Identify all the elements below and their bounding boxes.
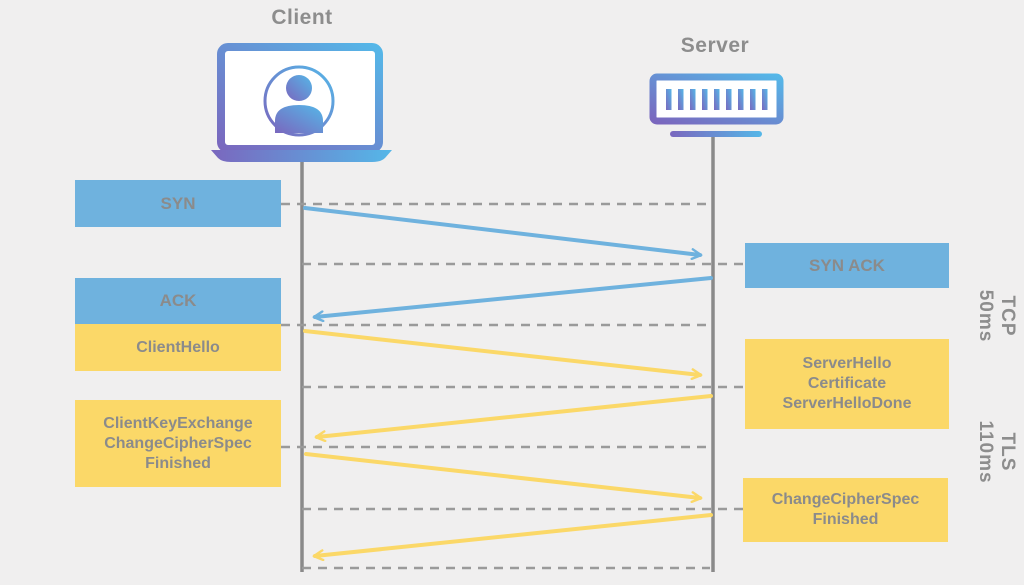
message-line: ServerHello <box>802 355 892 372</box>
server-stand <box>670 131 762 137</box>
server-hello-message-box: ServerHello Certificate ServerHelloDone <box>745 339 949 429</box>
ack-message-box: ACK <box>75 278 281 324</box>
message-line: ClientKeyExchange <box>103 414 253 432</box>
client-label: Client <box>271 6 333 29</box>
client-key-exchange-message-box: ClientKeyExchange ChangeCipherSpec Finis… <box>75 400 281 487</box>
server-slots <box>666 89 768 110</box>
message-arrows <box>303 206 713 562</box>
tls-phase-time: 110ms <box>975 420 996 484</box>
server-label: Server <box>680 34 750 57</box>
syn-ack-arrow <box>312 276 713 323</box>
tcp-phase-timer: TCP 50ms <box>972 281 1018 351</box>
user-body <box>275 105 323 133</box>
syn-message-box: SYN <box>75 180 281 227</box>
tcp-phase-label: TCP <box>997 295 1018 337</box>
client-hello-message-box: ClientHello <box>75 324 281 371</box>
server-rack-icon <box>649 73 784 137</box>
client-hello-arrow <box>303 329 703 381</box>
syn-arrow <box>303 206 703 261</box>
syn-ack-message-box: SYN ACK <box>745 243 949 288</box>
message-line: ChangeCipherSpec <box>104 434 252 452</box>
message-line: Finished <box>145 454 211 472</box>
change-cipher-spec-message-box: ChangeCipherSpec Finished <box>743 478 948 542</box>
user-avatar-circle <box>263 65 335 137</box>
message-line: ServerHelloDone <box>782 395 912 412</box>
tls-phase-timer: TLS 110ms <box>972 417 1018 487</box>
laptop-user-icon <box>211 43 392 162</box>
message-line: Finished <box>812 511 879 528</box>
message-line: ChangeCipherSpec <box>771 491 920 508</box>
message-line: Certificate <box>807 375 887 392</box>
user-head <box>286 75 312 101</box>
client-key-exchange-arrow <box>304 452 703 504</box>
tcp-phase-time: 50ms <box>975 289 996 343</box>
change-cipher-spec-arrow <box>312 513 713 562</box>
tls-phase-label: TLS <box>997 432 1018 472</box>
laptop-base <box>211 150 392 162</box>
timing-dashed-lines <box>281 202 745 570</box>
server-hello-arrow <box>314 394 713 443</box>
